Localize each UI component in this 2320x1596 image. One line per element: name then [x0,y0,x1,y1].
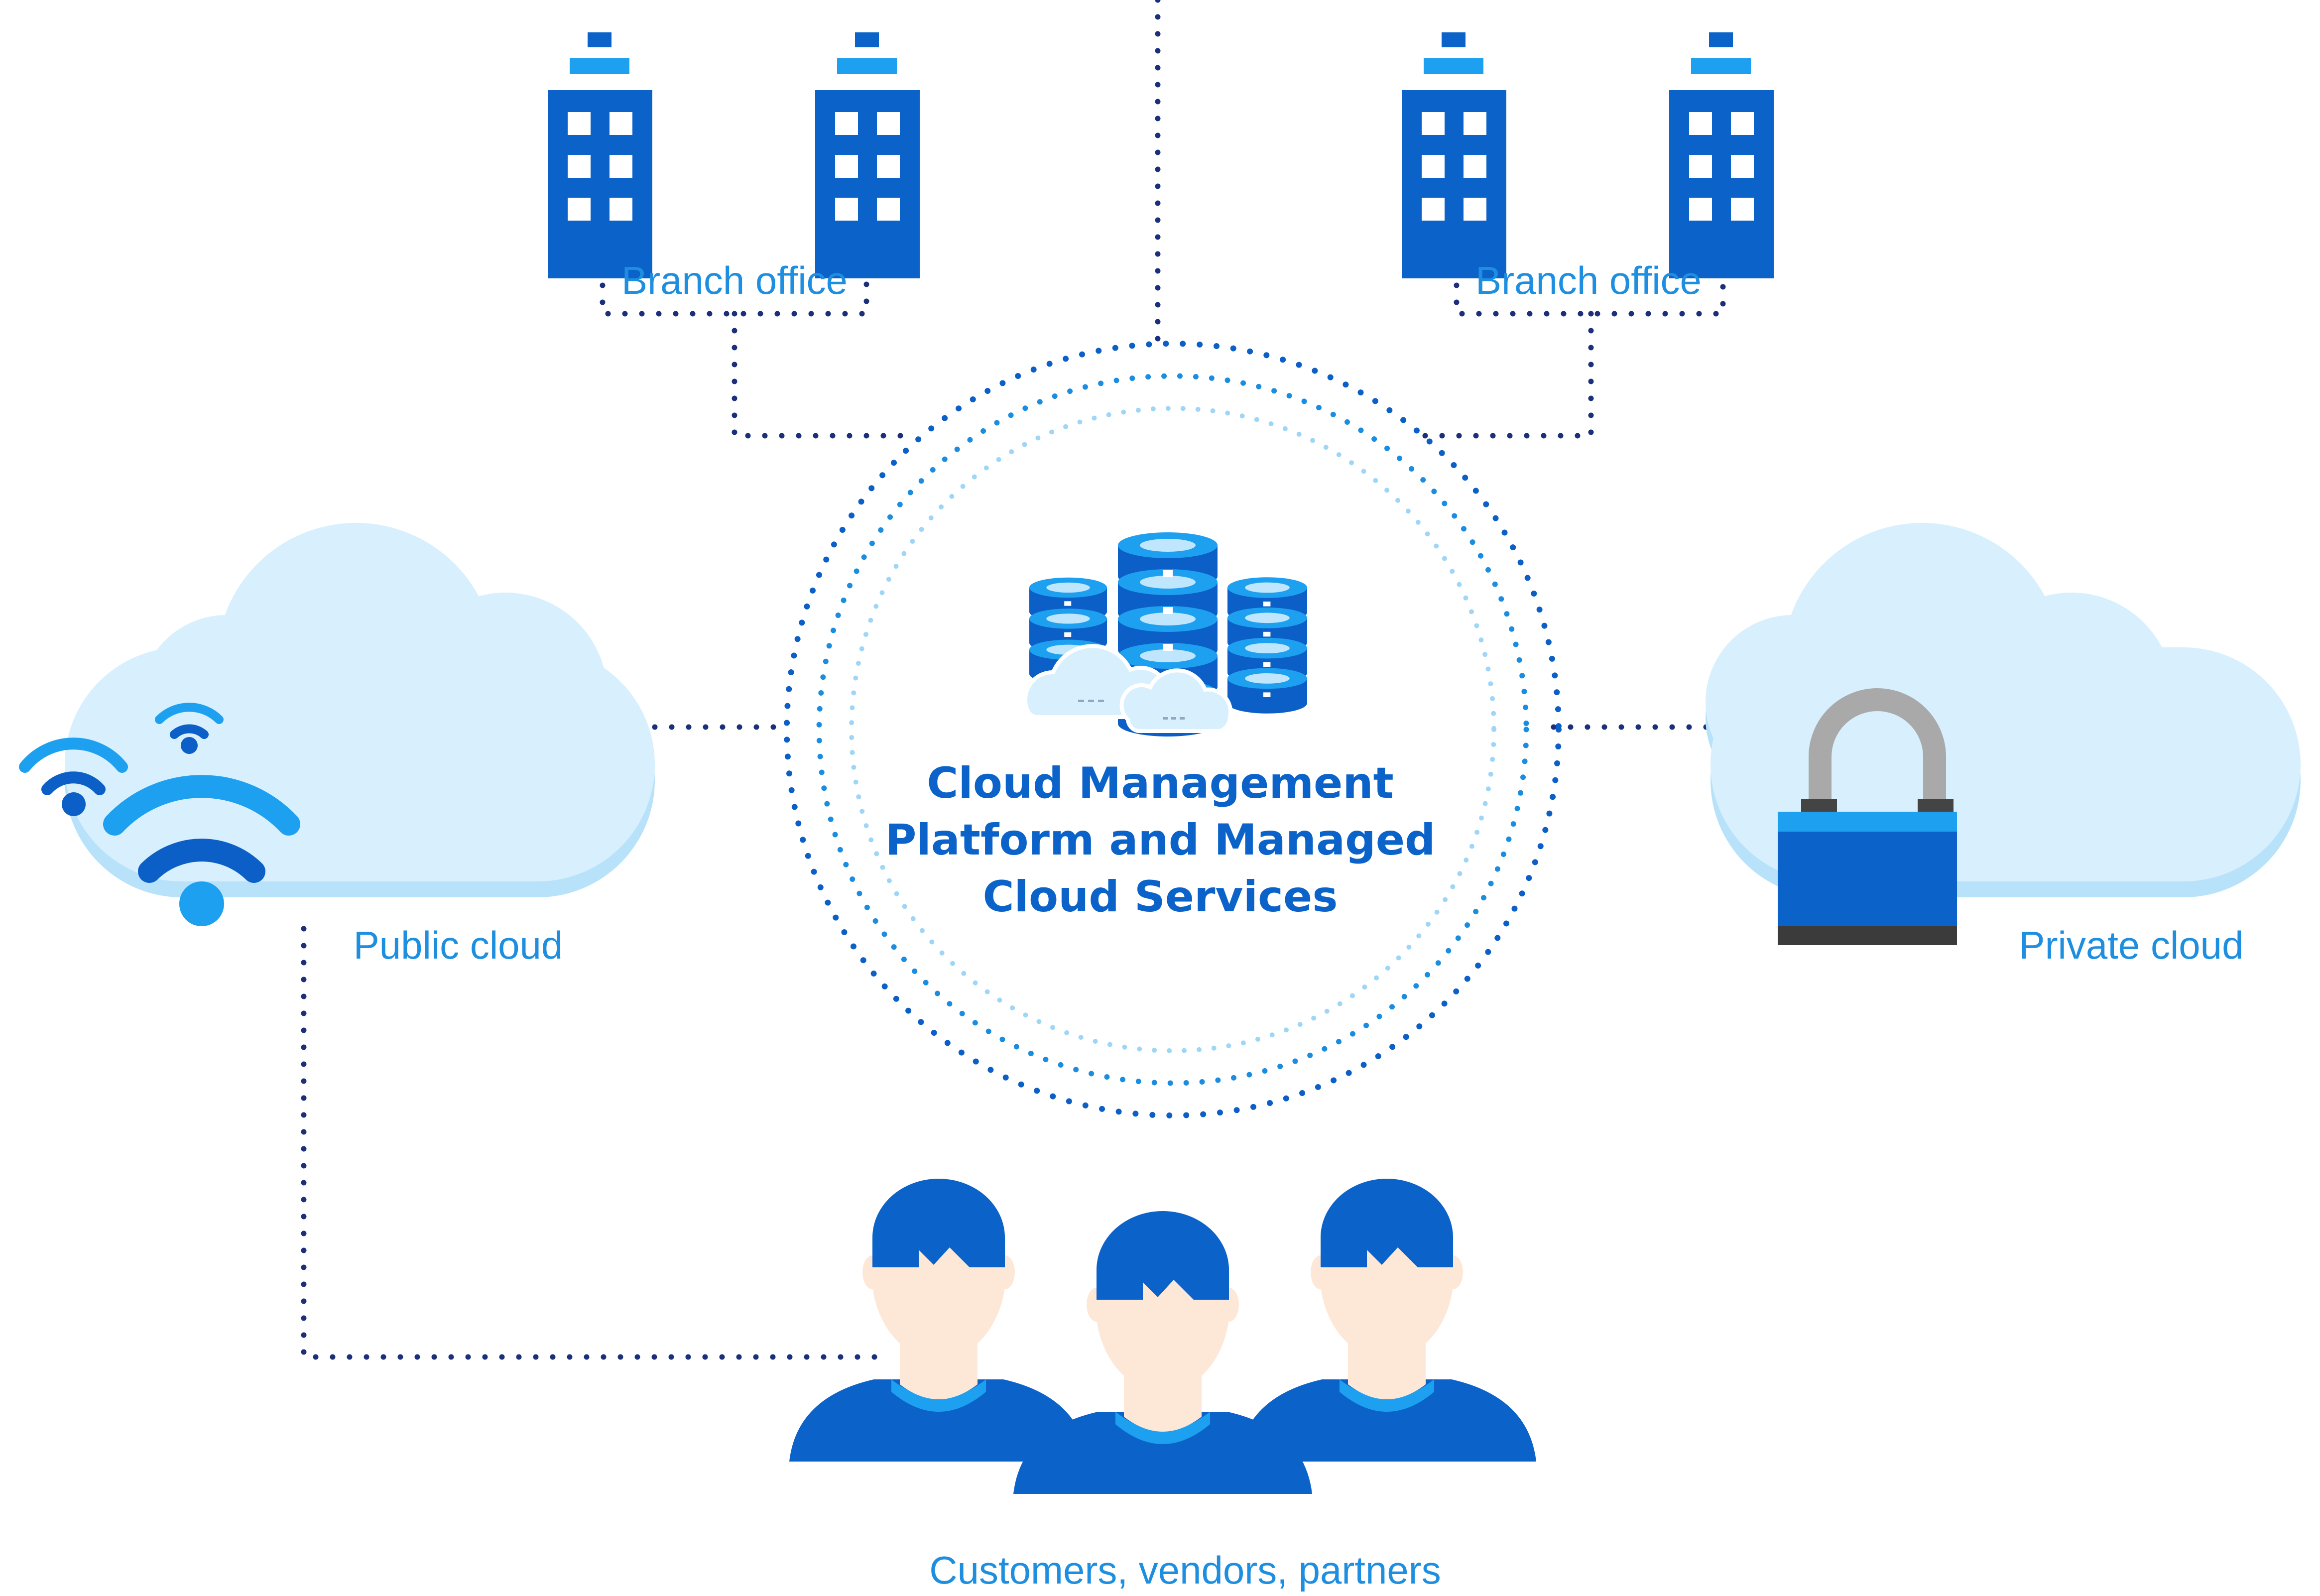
center-title-line1: Cloud Management [927,758,1393,808]
connector-public-to-people [301,926,887,1360]
public-cloud-shape [65,523,655,897]
person-icon [1013,1211,1312,1494]
person-icon [1237,1179,1536,1462]
customers-label: Customers, vendors, partners [929,1548,1441,1592]
wifi-icon [155,703,224,754]
connector-branch-left [600,248,914,439]
office-building-icon [1402,32,1506,278]
center-hub: Cloud Management Platform and Managed Cl… [885,532,1436,922]
database-server-icon [1023,532,1307,737]
padlock-icon [1778,688,1957,945]
branch-office-left-label: Branch office [621,258,848,302]
branch-office-left-group: Branch office [548,32,920,302]
public-cloud-label: Public cloud [354,923,563,967]
wifi-icon [19,737,128,816]
office-building-icon [815,32,920,278]
private-cloud-group: Private cloud [1706,523,2301,967]
central-rings [784,341,1562,1118]
people-group: Customers, vendors, partners [789,1179,1536,1592]
person-icon [789,1179,1088,1462]
private-cloud-label: Private cloud [2019,923,2244,967]
connector-lines [301,0,1731,1360]
center-title-line2: Platform and Managed [885,815,1435,865]
private-cloud-shape [1706,523,2301,897]
branch-office-right-group: Branch office [1402,32,1774,302]
public-cloud-group: Public cloud [19,523,655,967]
office-building-icon [548,32,652,278]
connector-branch-right [1419,248,1726,439]
branch-office-right-label: Branch office [1475,258,1702,302]
office-building-icon [1669,32,1774,278]
wifi-icon [103,775,300,926]
cloud-icon [1023,644,1233,733]
center-title-line3: Cloud Services [982,872,1338,922]
